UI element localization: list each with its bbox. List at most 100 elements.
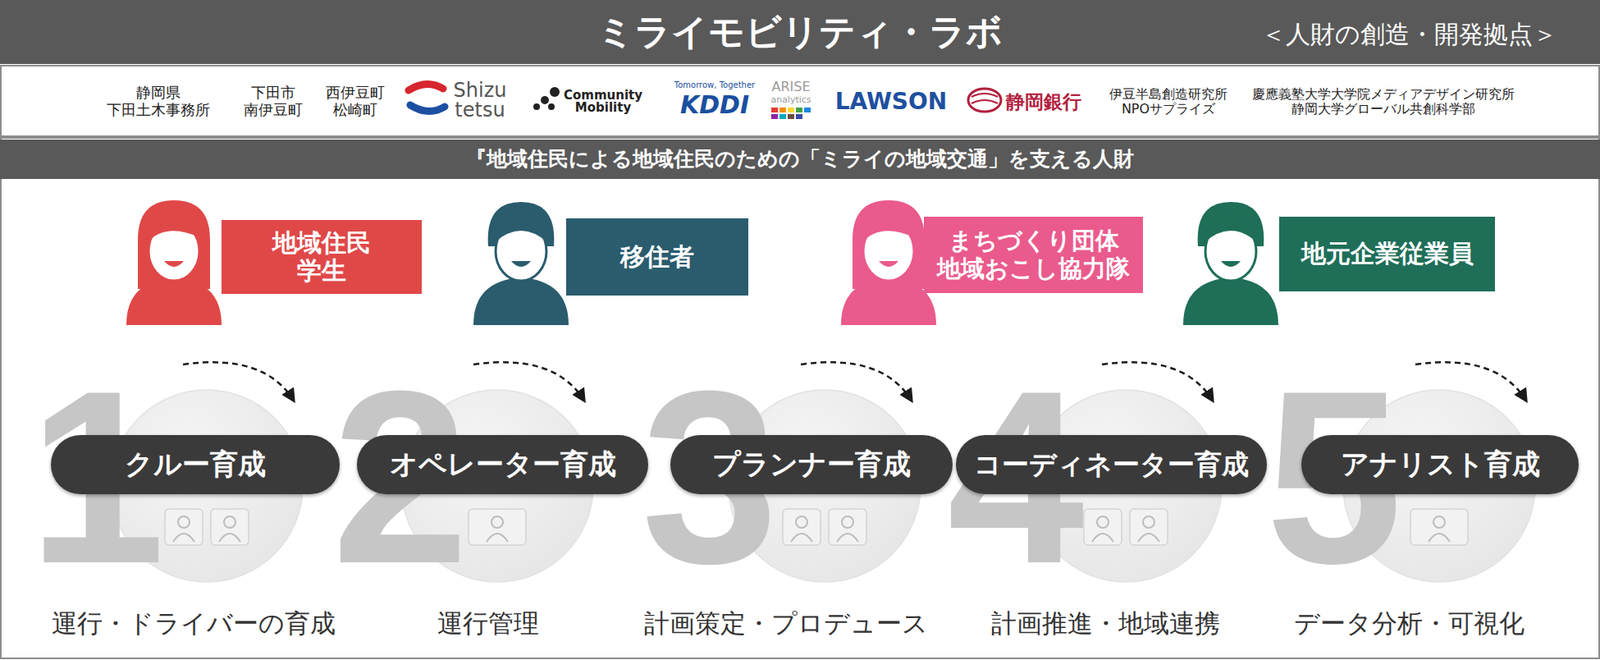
logo-text: LAWSON	[835, 88, 948, 115]
person-body	[473, 277, 569, 325]
person-label: まちづくり団体 地域おこし協力隊	[923, 216, 1143, 293]
logo-text: KDDI	[680, 91, 750, 120]
step-icon	[782, 508, 867, 545]
community-mobility-mark	[533, 86, 560, 110]
dashed-arrow	[182, 361, 294, 401]
icon-head	[841, 516, 854, 528]
step-icon	[468, 508, 526, 545]
mark-square	[771, 107, 778, 113]
step-pill: アナリスト育成	[1301, 434, 1579, 494]
mark-square	[787, 107, 795, 113]
icon-head	[1097, 516, 1109, 528]
person-fringe	[493, 214, 549, 243]
step-pill: プランナー育成	[670, 434, 953, 494]
diagram-title: ミライモビリティ・ラボ	[597, 11, 1003, 54]
mark-dot	[533, 103, 540, 110]
person-hair	[852, 200, 925, 289]
icon-body	[486, 533, 508, 542]
node-text: 地域住民 学生	[272, 228, 371, 286]
bank-mark	[968, 88, 1002, 112]
logo-text: ARISE	[771, 79, 810, 95]
icon-tile	[164, 508, 203, 545]
node-text: コーディネーター育成	[973, 448, 1249, 480]
step-caption: 計画策定・プロデュース	[644, 608, 928, 639]
mark-square	[779, 114, 787, 119]
logo-text: Community Mobility	[563, 89, 643, 115]
person-smile	[164, 260, 184, 267]
dashed-arrow	[800, 361, 912, 401]
subtitle: ＜人財の創造・開発拠点＞	[1261, 20, 1558, 50]
icon-tile	[468, 508, 526, 545]
logo-text: Shizu tetsu	[453, 80, 508, 120]
mark-square	[779, 107, 787, 113]
org-name: 下田市 南伊豆町	[243, 84, 303, 119]
mark-lines	[971, 93, 998, 104]
icon-head	[491, 516, 503, 528]
person-icon	[473, 201, 569, 325]
icon-body	[173, 533, 195, 542]
icon-head	[224, 516, 236, 528]
icon-head	[178, 516, 190, 528]
node-text: クルー育成	[124, 448, 266, 480]
logo-text: 静岡銀行	[1005, 91, 1082, 113]
mark-dot	[548, 103, 555, 110]
node-text: オペレーター育成	[389, 448, 617, 480]
person-fringe	[146, 214, 202, 243]
logo-tagline: Tomorrow, Together	[674, 80, 755, 91]
mark-square	[771, 114, 778, 119]
icon-tile	[210, 508, 249, 545]
dashed-arrow	[473, 361, 585, 401]
step-pill: クルー育成	[50, 434, 340, 494]
person-smile	[878, 260, 899, 267]
node-text: プランナー育成	[712, 448, 911, 480]
mark-square	[804, 107, 811, 113]
step-caption: 運行管理	[437, 608, 540, 639]
dashed-arrow	[1101, 361, 1213, 401]
node-text: アナリスト育成	[1340, 448, 1541, 480]
title-band	[0, 0, 1600, 64]
person-fringe	[861, 214, 916, 243]
person-label: 移住者	[566, 218, 749, 296]
node-text: 『地域住民による地域住民のための「ミライの地域交通」を支える人財	[466, 147, 1134, 172]
org-name: 静岡県 下田土木事務所	[106, 84, 211, 119]
person-icon	[1183, 201, 1279, 325]
icon-head	[1433, 516, 1445, 528]
slogan-band: 『地域住民による地域住民のための「ミライの地域交通」を支える人財	[0, 139, 1600, 179]
mark-dot	[549, 86, 560, 97]
node-text: 移住者	[620, 242, 695, 272]
person-icon	[126, 200, 222, 325]
step-icon	[1083, 508, 1168, 545]
mark-dot	[540, 96, 549, 105]
logo-text: analytics	[770, 95, 811, 106]
icon-tile	[1083, 508, 1122, 545]
node-text: まちづくり団体 地域おこし協力隊	[937, 227, 1130, 283]
icon-head	[1142, 516, 1155, 528]
org-name: 西伊豆町 松崎町	[325, 84, 385, 119]
shizutetsu-mark	[408, 83, 445, 111]
icon-body	[1428, 533, 1450, 542]
step-pill: オペレーター育成	[356, 434, 649, 494]
step-caption: 運行・ドライバーの育成	[51, 608, 336, 639]
node-text: 地元企業従業員	[1301, 239, 1474, 269]
mark-ring	[968, 88, 1002, 112]
person-fringe	[1203, 214, 1258, 243]
icon-body	[836, 533, 859, 542]
step-icon	[1410, 508, 1468, 545]
icon-body	[790, 533, 813, 542]
mark-square	[787, 114, 795, 119]
step-caption: 計画推進・地域連携	[991, 608, 1221, 639]
content-panel	[0, 137, 1600, 659]
person-label: 地域住民 学生	[221, 219, 422, 294]
person-hair	[137, 200, 211, 289]
icon-body	[219, 533, 241, 542]
step-pill: コーディネーター育成	[955, 434, 1267, 494]
person-icon	[841, 200, 937, 325]
mark-arc	[410, 105, 445, 112]
arise-mark	[771, 107, 811, 119]
person-smile	[511, 260, 531, 267]
step-caption: データ分析・可視化	[1293, 608, 1525, 639]
logo-row	[0, 65, 1600, 137]
icon-tile	[1410, 508, 1468, 545]
icon-tile	[1129, 508, 1168, 545]
person-label: 地元企業従業員	[1279, 216, 1495, 292]
